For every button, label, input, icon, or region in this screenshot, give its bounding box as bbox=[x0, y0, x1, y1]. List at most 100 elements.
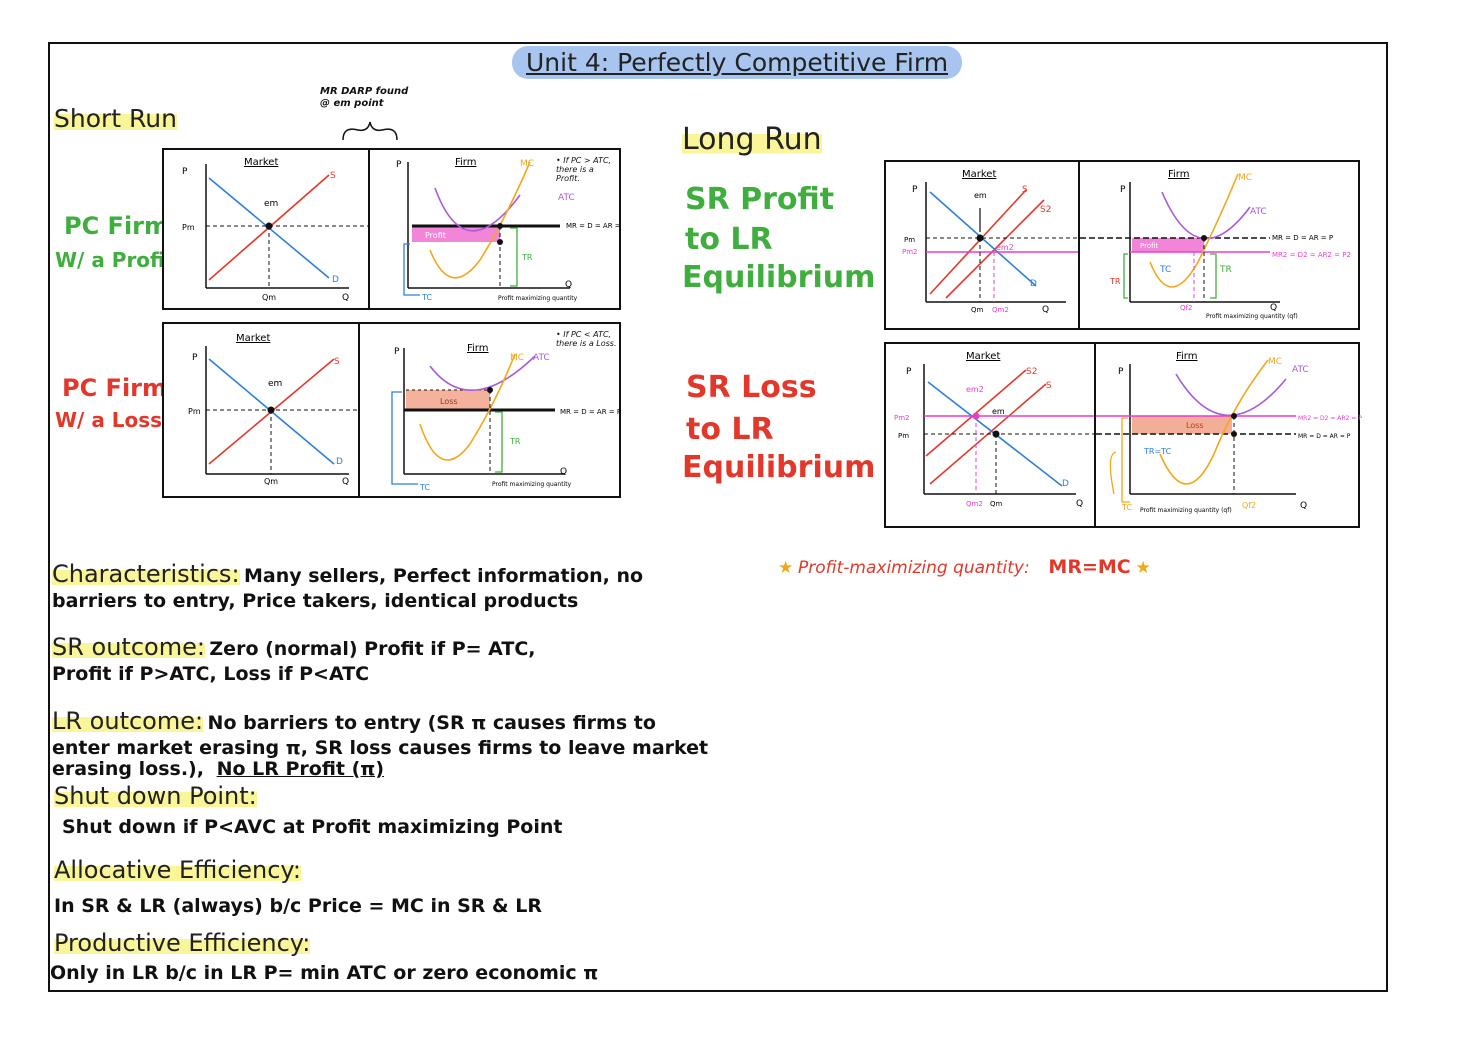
profit-firm-label-1: PC Firm bbox=[64, 212, 170, 240]
supply2-label: S2 bbox=[1040, 205, 1051, 215]
tr-label-left: TR bbox=[1109, 277, 1121, 286]
market-title: Market bbox=[962, 169, 996, 180]
shutdown-label: Shut down Point: bbox=[54, 782, 257, 810]
mc-label: MC bbox=[520, 159, 534, 169]
qf2-label: Qf2 bbox=[1180, 304, 1192, 312]
lr-outcome-label: LR outcome: bbox=[52, 707, 204, 735]
sr-note-line1: MR DARP found bbox=[320, 86, 409, 97]
pmq-rule: ★ Profit-maximizing quantity: MR=MC ★ bbox=[778, 556, 1151, 578]
allocative-text: In SR & LR (always) b/c Price = MC in SR… bbox=[54, 895, 542, 917]
tc-label: TC bbox=[1121, 503, 1132, 512]
mc-label: MC bbox=[1268, 357, 1282, 367]
supply-label: S bbox=[1046, 381, 1052, 391]
firm-title: Firm bbox=[1168, 169, 1189, 180]
axis-q: Q bbox=[565, 280, 572, 290]
market-title: Market bbox=[244, 157, 278, 168]
market-title: Market bbox=[966, 351, 1000, 362]
lr-outcome-text-2: enter market erasing π, SR loss causes f… bbox=[52, 737, 709, 759]
loss-area-label: Loss bbox=[440, 397, 458, 406]
tr-label: TR bbox=[1219, 265, 1232, 275]
pmq-label: Profit maximizing quantity (qf) bbox=[1206, 313, 1298, 320]
em-label: em bbox=[974, 191, 987, 200]
mc-label: MC bbox=[510, 353, 524, 363]
axis-p: P bbox=[906, 367, 912, 377]
lr-loss-firm-graph: Firm P Loss MC ATC MR2 = D2 = AR2 = P2 M… bbox=[1094, 342, 1362, 528]
loss-area-label: Loss bbox=[1186, 421, 1204, 430]
pm2-label: Pm2 bbox=[902, 248, 918, 256]
loss-firm-label-1: PC Firm bbox=[62, 374, 168, 402]
tc-label: TC bbox=[1159, 265, 1171, 275]
axis-p: P bbox=[394, 347, 400, 357]
qm2-label: Qm2 bbox=[992, 306, 1009, 314]
supply-label: S bbox=[1022, 185, 1028, 195]
lr-profit-market-graph: Market P S S2 D em em2 Pm Pm2 Qm Qm2 Q bbox=[884, 160, 1082, 330]
mr-label: MR = D = AR = P bbox=[560, 408, 621, 416]
productive-text: Only in LR b/c in LR P= min ATC or zero … bbox=[50, 962, 599, 984]
axis-p: P bbox=[1118, 367, 1124, 377]
star-icon: ★ bbox=[778, 558, 794, 577]
lr-outcome-text-1: No barriers to entry (SR π causes firms … bbox=[207, 712, 656, 734]
pmq-rule-text: MR=MC bbox=[1048, 556, 1131, 578]
atc-label: ATC bbox=[533, 353, 550, 363]
pm-label: Pm bbox=[188, 407, 201, 416]
loss-firm-label-2: W/ a Loss bbox=[55, 408, 163, 432]
lr-outcome-text-3-row: erasing loss.), No LR Profit (π) bbox=[52, 758, 384, 780]
profit-area-label: Profit bbox=[1140, 242, 1159, 250]
firm-title: Firm bbox=[1176, 351, 1197, 362]
mr2-label: MR2 = D2 = AR2 = P2 bbox=[1298, 415, 1362, 422]
axis-p: P bbox=[182, 167, 188, 177]
sr-outcome-text-1: Zero (normal) Profit if P= ATC, bbox=[209, 638, 536, 660]
axis-p: P bbox=[1120, 185, 1126, 195]
qm-label: Qm bbox=[990, 500, 1003, 508]
em-label: em bbox=[992, 407, 1005, 416]
lr-loss-line1: SR Loss bbox=[686, 370, 817, 405]
demand-label: D bbox=[1062, 479, 1069, 489]
axis-q: Q bbox=[342, 293, 349, 303]
atc-label: ATC bbox=[558, 193, 575, 203]
lr-loss-line3: Equilibrium bbox=[682, 450, 876, 485]
lr-outcome-text-4: No LR Profit (π) bbox=[216, 758, 385, 780]
productive-label: Productive Efficiency: bbox=[54, 929, 311, 957]
mc-label: MC bbox=[1238, 173, 1252, 183]
qf2-label: Qf2 bbox=[1242, 501, 1256, 510]
qm-label: Qm bbox=[264, 477, 278, 486]
characteristics-label: Characteristics: bbox=[52, 560, 240, 588]
supply2-label: S2 bbox=[1026, 367, 1037, 377]
lr-loss-line2: to LR bbox=[686, 412, 774, 447]
shutdown-text: Shut down if P<AVC at Profit maximizing … bbox=[62, 816, 563, 838]
em-label: em bbox=[268, 379, 282, 389]
profit-area-label: Profit bbox=[425, 231, 446, 240]
mr2-label: MR2 = D2 = AR2 = P2 bbox=[1272, 251, 1351, 259]
axis-q: Q bbox=[1042, 305, 1049, 315]
pmq-label: Profit maximizing quantity bbox=[492, 481, 572, 488]
mr-label: MR = D = AR = P bbox=[1298, 433, 1351, 440]
em-label: em bbox=[264, 199, 278, 209]
tc-label: TC bbox=[419, 483, 430, 492]
tr-label: TR bbox=[509, 437, 521, 446]
atc-label: ATC bbox=[1250, 207, 1267, 217]
lr-outcome-block: LR outcome: No barriers to entry (SR π c… bbox=[52, 707, 692, 735]
pm-label: Pm bbox=[904, 236, 915, 244]
sr-profit-market-graph: Market P S D em Pm Qm Q bbox=[162, 148, 372, 310]
lr-profit-firm-graph: Firm P Profit MC ATC MR = D = AR = P MR2… bbox=[1078, 160, 1360, 330]
sr-outcome-text-2: Profit if P>ATC, Loss if P<ATC bbox=[52, 663, 370, 685]
star-icon: ★ bbox=[1135, 558, 1151, 577]
loss-note: • If PC < ATC, there is a Loss. bbox=[556, 330, 617, 348]
sr-outcome-block: SR outcome: Zero (normal) Profit if P= A… bbox=[52, 633, 652, 661]
firm-title: Firm bbox=[455, 157, 476, 168]
demand-label: D bbox=[1030, 279, 1037, 289]
lr-profit-line3: Equilibrium bbox=[682, 260, 876, 295]
page-title: Unit 4: Perfectly Competitive Firm bbox=[512, 46, 963, 79]
pm2-label: Pm2 bbox=[894, 414, 910, 422]
lr-loss-market-graph: Market P S S2 D em2 em Pm2 Pm Qm2 Qm Q bbox=[884, 342, 1098, 528]
qm2-label: Qm2 bbox=[966, 500, 983, 508]
short-run-heading: Short Run bbox=[54, 104, 177, 133]
atc-label: ATC bbox=[1292, 365, 1309, 375]
axis-p: P bbox=[396, 160, 402, 170]
lr-profit-line2: to LR bbox=[685, 222, 773, 257]
axis-q: Q bbox=[1300, 501, 1307, 511]
firm-title: Firm bbox=[467, 343, 488, 354]
mr-label: MR = D = AR = P bbox=[566, 222, 623, 230]
pmq-label: Profit maximizing quantity bbox=[498, 295, 578, 302]
characteristics-text-2: barriers to entry, Price takers, identic… bbox=[52, 590, 579, 612]
